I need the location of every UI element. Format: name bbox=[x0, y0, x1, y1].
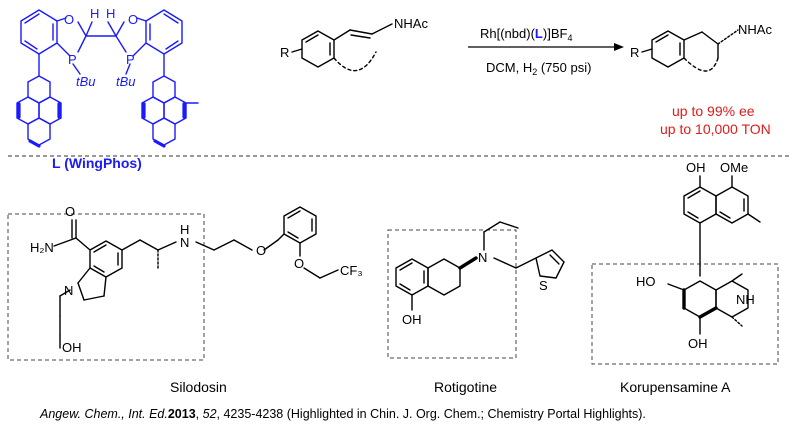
ligand-tbu-left: tBu bbox=[76, 74, 96, 89]
reactant-nhac: NHAc bbox=[394, 16, 428, 31]
rotigotine-label: Rotigotine bbox=[434, 379, 497, 395]
ligand-oxygen-right: O bbox=[128, 12, 138, 27]
korupensamine-ho: HO bbox=[636, 274, 656, 289]
ligand-label: L (WingPhos) bbox=[52, 155, 142, 171]
reaction-arrow: Rh[(nbd)(L)]BF4 DCM, H2 (750 psi) bbox=[468, 26, 624, 77]
silodosin-hydroxyl: OH bbox=[62, 340, 82, 355]
rotigotine-oh: OH bbox=[402, 312, 422, 327]
silodosin-carbonyl-o: O bbox=[65, 204, 75, 219]
silodosin-label: Silodosin bbox=[170, 379, 227, 395]
ligand-oxygen-left: O bbox=[64, 12, 74, 27]
korupensamine-label: Korupensamine A bbox=[620, 379, 731, 395]
silodosin-structure: O H₂N N H N OH O O CF₃ Silodosin bbox=[7, 204, 363, 395]
silodosin-ether-o1: O bbox=[256, 243, 266, 258]
ligand-hydrogen-left: H bbox=[90, 6, 99, 21]
silodosin-amide-nh2: H₂N bbox=[30, 240, 54, 255]
rotigotine-structure: N S OH Rotigotine bbox=[387, 221, 565, 395]
silodosin-amine-h: H bbox=[180, 222, 189, 237]
korupensamine-oh-top: OH bbox=[686, 160, 706, 175]
product-r-group: R bbox=[630, 45, 639, 60]
korupensamine-oh-bottom: OH bbox=[688, 336, 708, 351]
ligand-phosphorus-left: P bbox=[68, 52, 77, 67]
reference-citation: Angew. Chem., Int. Ed.2013, 52, 4235-423… bbox=[39, 407, 646, 421]
korupensamine-structure: OH OMe HO NH OH Korupensamine A bbox=[591, 160, 779, 395]
silodosin-ether-o2: O bbox=[294, 256, 304, 271]
catalyst-label: Rh[(nbd)(L)]BF4 bbox=[480, 26, 572, 43]
reactant-enamide: R NHAc bbox=[280, 16, 428, 72]
korupensamine-nh: NH bbox=[736, 292, 755, 307]
rotigotine-n: N bbox=[478, 250, 487, 265]
reactant-r-group: R bbox=[280, 45, 289, 60]
product-amide: R NHAc bbox=[630, 22, 772, 72]
ligand-phosphorus-right: P bbox=[126, 52, 135, 67]
ton-result: up to 10,000 TON bbox=[660, 121, 771, 137]
silodosin-cf3: CF₃ bbox=[340, 263, 363, 278]
ligand-tbu-right: tBu bbox=[116, 74, 136, 89]
rotigotine-s: S bbox=[539, 278, 548, 293]
product-nhac: NHAc bbox=[738, 22, 772, 37]
wingphos-ligand: O O H H P P tBu tBu L (WingPhos) bbox=[16, 6, 199, 171]
silodosin-amine-n: N bbox=[180, 235, 189, 250]
conditions-label: DCM, H2 (750 psi) bbox=[486, 60, 591, 77]
ee-result: up to 99% ee bbox=[672, 103, 755, 119]
silodosin-indoline-n: N bbox=[64, 283, 73, 298]
korupensamine-ome: OMe bbox=[720, 160, 748, 175]
ligand-hydrogen-right: H bbox=[106, 6, 115, 21]
